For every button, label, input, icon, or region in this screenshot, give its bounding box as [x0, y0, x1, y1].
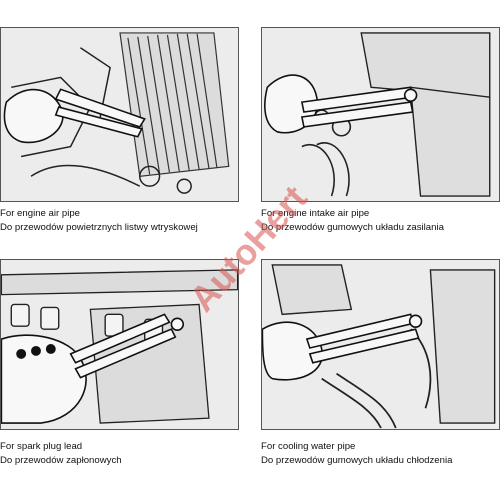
cooling-water-pipe-drawing [262, 260, 499, 429]
illustration-spark-plug-lead [0, 259, 239, 430]
caption-en: For engine intake air pipe [261, 208, 370, 219]
caption-en: For cooling water pipe [261, 441, 356, 452]
caption-pl: Do przewodów zapłonowych [0, 455, 122, 466]
illustration-engine-intake-air-pipe [261, 27, 500, 202]
caption-pl: Do przewodów powietrznych listwy wtrysko… [0, 222, 198, 233]
caption-engine-intake-air-pipe: For engine intake air pipe Do przewodów … [261, 207, 444, 235]
caption-pl: Do przewodów gumowych układu chłodzenia [261, 455, 453, 466]
caption-pl: Do przewodów gumowych układu zasilania [261, 222, 444, 233]
caption-en: For engine air pipe [0, 208, 80, 219]
caption-cooling-water-pipe: For cooling water pipe Do przewodów gumo… [261, 440, 452, 468]
spark-plug-lead-drawing [1, 260, 238, 429]
caption-spark-plug-lead: For spark plug lead Do przewodów zapłono… [0, 440, 122, 468]
illustration-cooling-water-pipe [261, 259, 500, 430]
caption-engine-air-pipe: For engine air pipe Do przewodów powietr… [0, 207, 198, 235]
engine-air-pipe-drawing [1, 28, 238, 201]
caption-en: For spark plug lead [0, 441, 83, 452]
illustration-engine-air-pipe [0, 27, 239, 202]
engine-intake-air-pipe-drawing [262, 28, 499, 201]
